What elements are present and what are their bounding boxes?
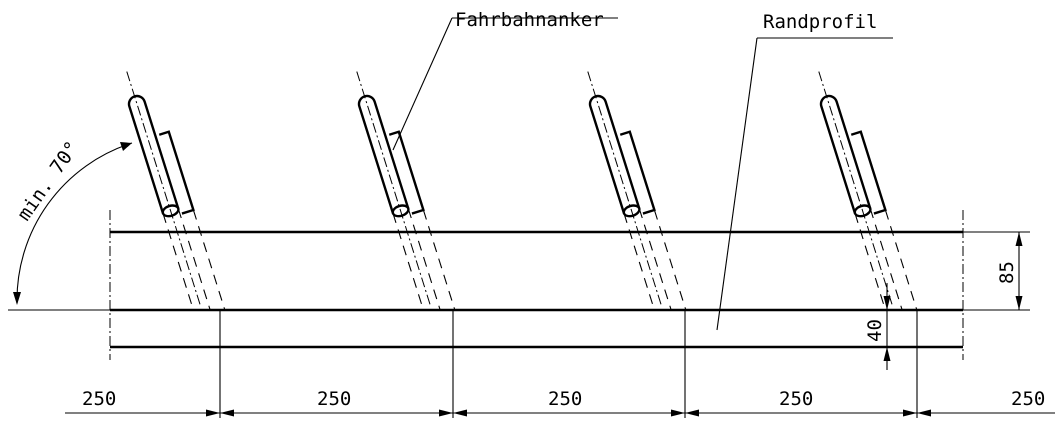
leaders xyxy=(392,17,893,331)
angle-arrow-top xyxy=(120,142,132,151)
anchor-rod xyxy=(127,94,180,214)
dim-85-arrow-bottom xyxy=(1015,296,1023,310)
anchor-group xyxy=(126,71,918,311)
anchor-centerline xyxy=(587,71,663,307)
anchor-hidden-line xyxy=(869,208,903,311)
spacing-label-1: 250 xyxy=(82,388,116,410)
anchor-hidden-line xyxy=(653,209,687,311)
spacing-arrow xyxy=(917,409,931,417)
anchor-label: Fahrbahnanker xyxy=(455,9,604,31)
height-dimension-40: 40 xyxy=(864,283,891,370)
anchor-hidden-line xyxy=(638,208,672,311)
spacing-arrow xyxy=(220,409,234,417)
anchor-hidden-line xyxy=(177,208,211,311)
spacing-label-4: 250 xyxy=(779,388,813,410)
angle-arc xyxy=(16,142,133,304)
anchor-centerline xyxy=(126,71,202,307)
anchor-hidden-line xyxy=(422,209,456,311)
dim-40-arrow-top xyxy=(883,296,891,310)
anchor-hidden-line xyxy=(162,213,194,311)
spacing-arrow xyxy=(439,409,453,417)
anchor-hidden-line xyxy=(392,213,424,311)
anchor-hidden-line xyxy=(884,209,918,311)
dim-40-arrow-bottom xyxy=(883,347,891,361)
height-dimension-85: 85 xyxy=(963,231,1030,310)
spacing-arrow xyxy=(903,409,917,417)
angle-annotation: min. 70° xyxy=(13,137,133,305)
angle-arrow-bottom xyxy=(13,292,21,305)
anchor-plate xyxy=(158,130,195,215)
anchor-centerline xyxy=(356,71,432,307)
spacing-arrow xyxy=(671,409,685,417)
edge-profile-label: Randprofil xyxy=(763,11,877,33)
anchor-rod xyxy=(819,94,872,214)
anchor-centerline xyxy=(818,71,894,307)
anchor-plate xyxy=(850,130,887,215)
spacing-arrow xyxy=(453,409,467,417)
anchor-rod xyxy=(588,94,641,214)
spacing-dimension-chain: 250 250 250 250 250 xyxy=(65,310,1055,418)
anchor-plate xyxy=(388,130,425,215)
anchor-hidden-line xyxy=(623,213,655,311)
anchor-hidden-line xyxy=(854,213,886,311)
anchor-hidden-line xyxy=(407,208,441,311)
spacing-arrow xyxy=(685,409,699,417)
spacing-label-3: 250 xyxy=(548,388,582,410)
carriageway-lines xyxy=(8,210,1030,360)
profile-leader-line xyxy=(716,37,758,331)
angle-label: min. 70° xyxy=(13,137,84,225)
anchor-rod xyxy=(357,94,410,214)
spacing-label-5: 250 xyxy=(1011,388,1045,410)
height-label-85: 85 xyxy=(996,261,1018,284)
dim-85-arrow-top xyxy=(1015,232,1023,246)
anchor-leader-line xyxy=(392,17,453,151)
height-label-40: 40 xyxy=(864,319,886,342)
spacing-label-2: 250 xyxy=(317,388,351,410)
anchor-hidden-line xyxy=(192,209,226,311)
spacing-arrow xyxy=(206,409,220,417)
anchor-plate xyxy=(619,130,656,215)
